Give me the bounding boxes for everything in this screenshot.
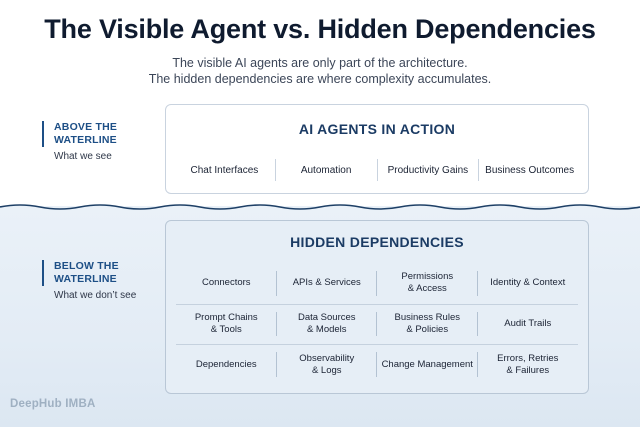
hidden-dependencies-grid: Connectors APIs & Services Permissions& Ac… xyxy=(176,263,578,385)
hidden-item-line: Identity & Context xyxy=(490,277,566,289)
hidden-item-text: Prompt Chains& Tools xyxy=(195,312,258,336)
below-heading-line-2: WATERLINE xyxy=(54,273,117,285)
hidden-item-line: & Access xyxy=(407,283,447,295)
hidden-dependencies-box: HIDDEN DEPENDENCIES Connectors APIs & Ser… xyxy=(165,220,589,394)
hidden-item-line: Data Sources xyxy=(297,311,356,323)
hidden-item-line: Business Rules xyxy=(394,311,460,323)
hidden-item-text: Observability& Logs xyxy=(299,353,354,377)
below-heading-line-1: BELOW THE xyxy=(54,260,119,272)
above-heading-line-2: WATERLINE xyxy=(54,134,117,146)
below-waterline-label: BELOW THE WATERLINE What we don’t see xyxy=(42,260,162,301)
hidden-item: Data Sources& Models xyxy=(276,303,378,345)
hidden-item-line: & Models xyxy=(306,323,347,335)
hidden-item-text: Business Rules& Policies xyxy=(395,312,460,336)
hidden-item-text: Errors, Retries& Failures xyxy=(497,353,558,377)
hidden-item: Permissions& Access xyxy=(377,263,478,304)
hidden-item: Audit Trails xyxy=(477,303,579,345)
hidden-item-line: Prompt Chains xyxy=(194,311,258,323)
hidden-item-line: & Policies xyxy=(406,323,449,335)
visible-item: Business Outcomes xyxy=(485,164,575,176)
subtitle-line-1: The visible AI agents are only part of t… xyxy=(172,56,468,70)
hidden-item-line: Change Management xyxy=(381,358,473,370)
hidden-item: Observability& Logs xyxy=(276,344,378,385)
hidden-item-text: Permissions& Access xyxy=(401,271,453,295)
hidden-item: APIs & Services xyxy=(277,263,378,304)
hidden-item: Errors, Retries& Failures xyxy=(477,344,579,385)
hidden-item-text: Dependencies xyxy=(196,359,257,371)
hidden-item: Prompt Chains& Tools xyxy=(176,303,277,345)
hidden-item-text: Change Management xyxy=(382,359,473,371)
page-title: The Visible Agent vs. Hidden Dependencie… xyxy=(44,14,596,44)
hidden-item: Change Management xyxy=(377,344,478,385)
hidden-item: Connectors xyxy=(176,263,277,304)
hidden-item-line: Errors, Retries xyxy=(497,352,559,364)
ai-agents-title: AI AGENTS IN ACTION xyxy=(298,121,456,137)
below-waterline-heading: BELOW THE WATERLINE xyxy=(42,260,162,286)
above-waterline-sub: What we see xyxy=(54,151,112,162)
visible-item: Chat Interfaces xyxy=(174,159,276,181)
hidden-item-line: Dependencies xyxy=(195,358,257,370)
hidden-item-text: Data Sources& Models xyxy=(298,312,356,336)
hidden-item-line: Observability xyxy=(299,352,355,364)
hidden-item-text: Identity & Context xyxy=(490,277,565,289)
hidden-item-line: APIs & Services xyxy=(292,277,361,289)
below-waterline-sub: What we don’t see xyxy=(54,290,137,301)
visible-item: Automation xyxy=(276,159,378,181)
hidden-item-text: Audit Trails xyxy=(504,318,551,330)
visible-item: Productivity Gains xyxy=(378,159,480,181)
hidden-item-line: & Failures xyxy=(506,364,550,376)
above-waterline-label: ABOVE THE WATERLINE What we see xyxy=(42,121,162,162)
hidden-item: Business Rules& Policies xyxy=(377,303,478,345)
watermark: DeepHub IMBA xyxy=(10,398,96,410)
above-heading-line-1: ABOVE THE xyxy=(54,121,118,133)
ai-agents-box: AI AGENTS IN ACTION Chat Interfaces Auto… xyxy=(165,104,589,194)
hidden-item-line: & Tools xyxy=(210,323,242,335)
hidden-item-line: & Logs xyxy=(311,364,342,376)
hidden-item-text: APIs & Services xyxy=(293,277,361,289)
waterline-wave xyxy=(0,204,640,210)
above-waterline-heading: ABOVE THE WATERLINE xyxy=(42,121,162,147)
hidden-item-line: Audit Trails xyxy=(504,317,552,329)
hidden-dependencies-title: HIDDEN DEPENDENCIES xyxy=(290,234,464,250)
hidden-item: Identity & Context xyxy=(478,263,579,304)
hidden-item-line: Connectors xyxy=(201,277,251,289)
hidden-item: Dependencies xyxy=(176,344,277,385)
ai-agents-items: Chat Interfaces Automation Productivity … xyxy=(174,159,580,181)
subtitle-line-2: The hidden dependencies are where comple… xyxy=(148,72,492,86)
hidden-item-text: Connectors xyxy=(202,277,251,289)
hidden-item-line: Permissions xyxy=(401,271,454,283)
